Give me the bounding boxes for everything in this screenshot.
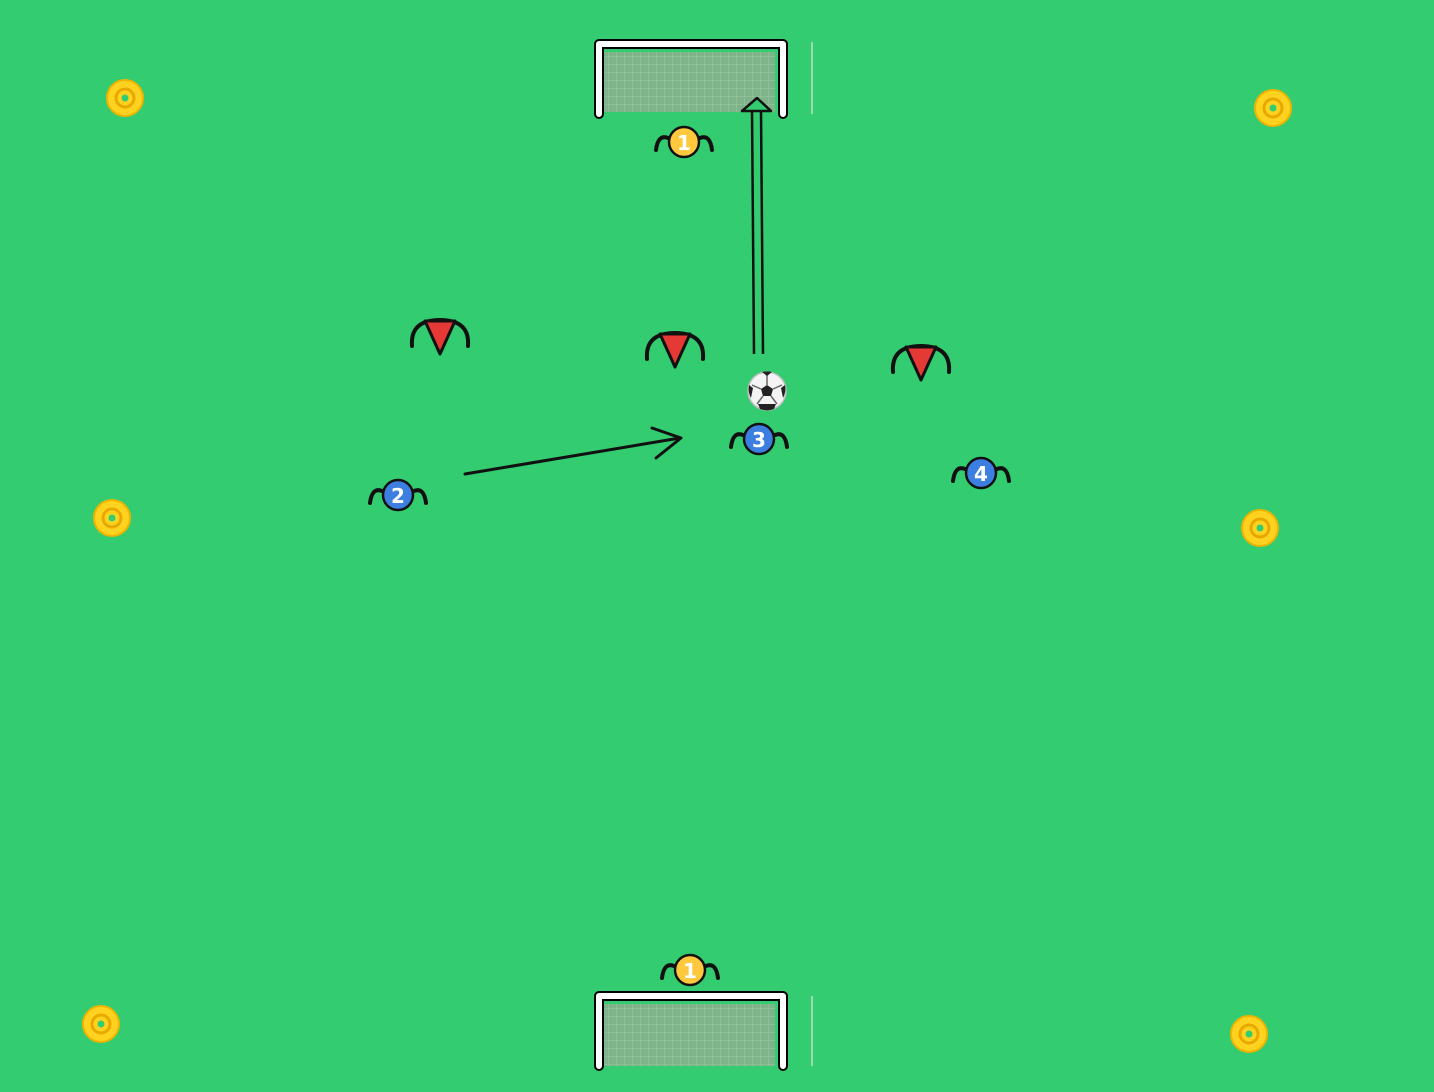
cone-bottom-right xyxy=(1230,1015,1268,1053)
cone-mid-right xyxy=(1241,509,1279,547)
bottom-goal xyxy=(594,991,813,1071)
soccer-ball-icon xyxy=(747,371,787,411)
pass-arrow xyxy=(463,426,683,476)
defender-right xyxy=(890,343,952,382)
attacker-2: 2 xyxy=(368,478,428,512)
top-goal xyxy=(594,39,813,119)
goalkeeper-bottom: 1 xyxy=(660,953,720,987)
cone-bottom-left xyxy=(82,1005,120,1043)
defenders xyxy=(409,317,952,382)
shot-arrow xyxy=(740,96,773,355)
goalkeeper-top-number: 1 xyxy=(677,131,691,155)
cone-mid-left xyxy=(93,499,131,537)
defender-center xyxy=(644,330,706,369)
goalkeeper-top: 1 xyxy=(654,125,714,159)
attacker-4: 4 xyxy=(951,456,1011,490)
players: 1 1 2 3 4 xyxy=(368,125,1011,987)
cones xyxy=(82,79,1292,1053)
attacker-3: 3 xyxy=(729,422,789,456)
goalkeeper-bottom-number: 1 xyxy=(683,959,697,983)
attacker-4-number: 4 xyxy=(974,462,988,486)
cone-top-right xyxy=(1254,89,1292,127)
cone-top-left xyxy=(106,79,144,117)
attacker-2-number: 2 xyxy=(391,484,405,508)
defender-left xyxy=(409,317,471,356)
attacker-3-number: 3 xyxy=(752,428,766,452)
